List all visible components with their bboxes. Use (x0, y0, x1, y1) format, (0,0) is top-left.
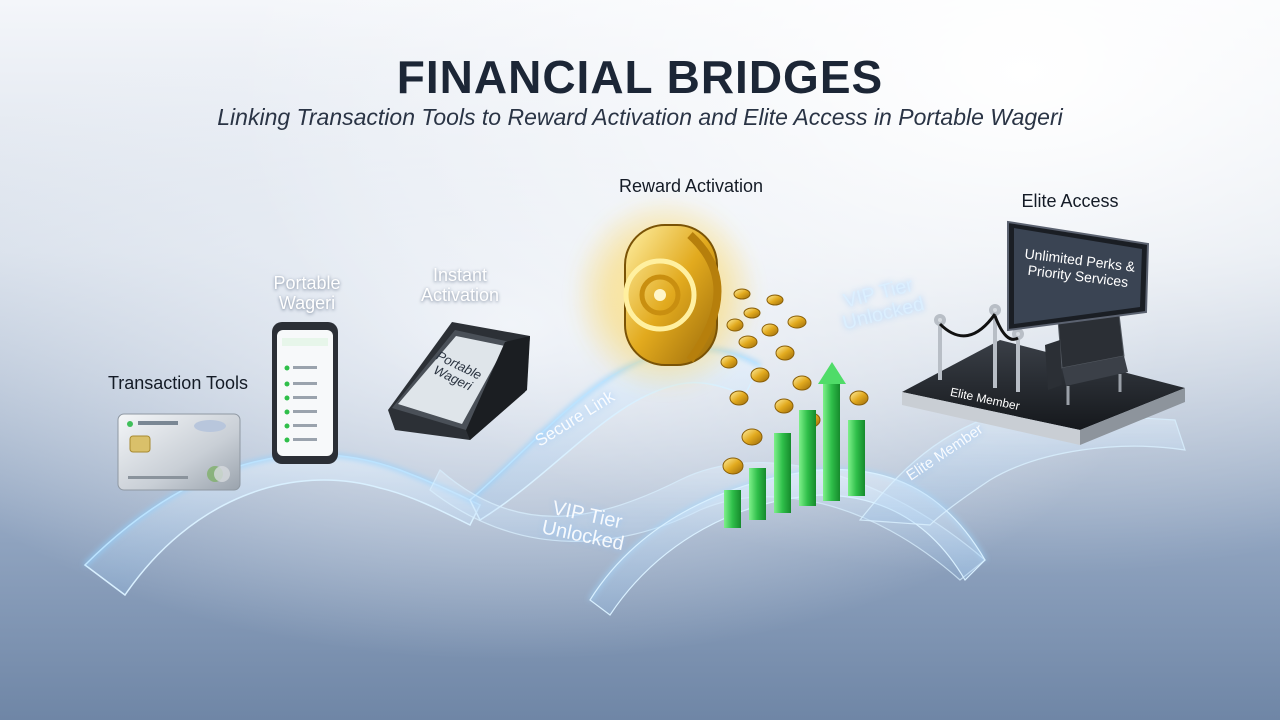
golden-vault-icon (570, 195, 760, 395)
gold-coins (720, 288, 869, 475)
growth-chart-icon (724, 362, 865, 528)
label-instant-activation: Instant Activation (420, 265, 500, 305)
label-reward-activation: Reward Activation (618, 176, 764, 196)
page-title: FINANCIAL BRIDGES (396, 51, 884, 103)
page-subtitle: Linking Transaction Tools to Reward Acti… (217, 104, 1063, 130)
label-transaction-tools: Transaction Tools (107, 373, 249, 393)
payment-terminal-icon (388, 322, 530, 440)
credit-card-icon (117, 413, 241, 491)
elite-display-screen (1007, 220, 1150, 332)
bridge-elite (858, 409, 1186, 526)
label-portable-wageri: Portable Wageri (273, 273, 341, 313)
elite-platform (902, 220, 1185, 445)
label-elite-access: Elite Access (1021, 191, 1119, 211)
smartphone-icon (272, 322, 338, 464)
